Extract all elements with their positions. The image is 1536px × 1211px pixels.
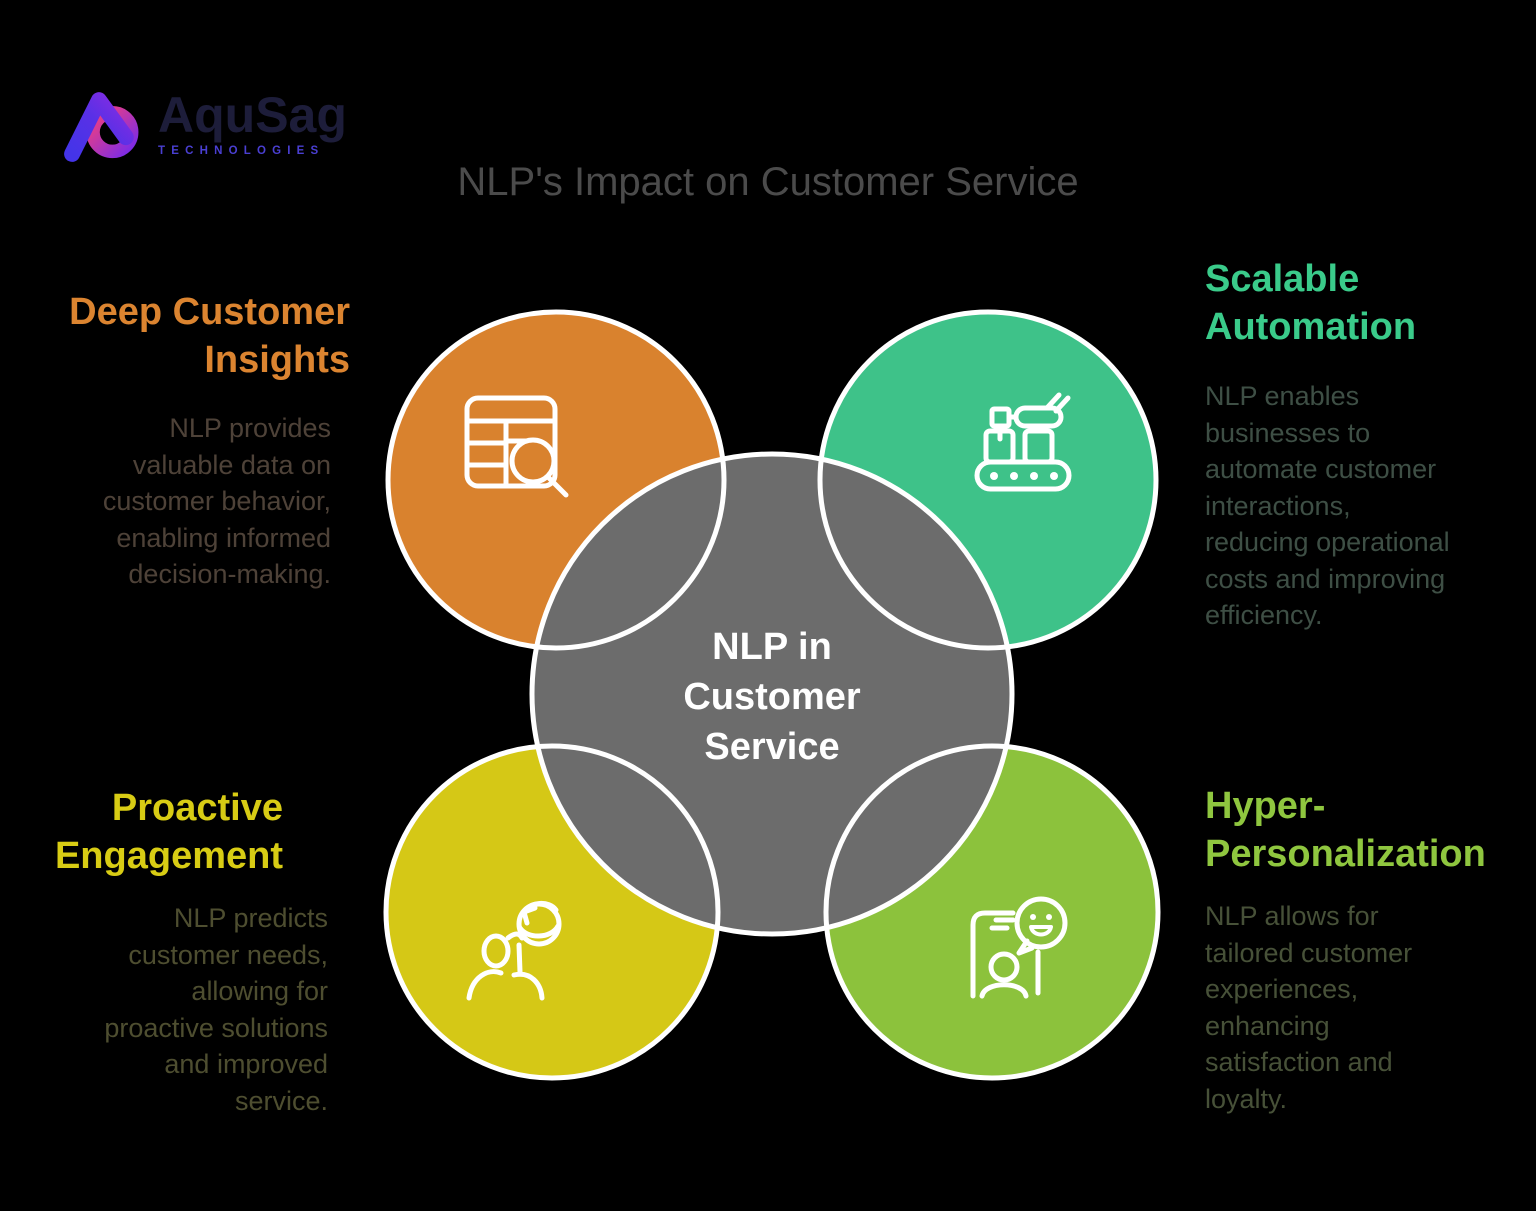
center-circle xyxy=(532,454,1012,934)
brand-tagline: TECHNOLOGIES xyxy=(158,145,325,157)
brand-logo-mark-icon xyxy=(64,92,139,162)
engagement-circle-outline xyxy=(383,743,721,1081)
automation-heading: Scalable Automation xyxy=(1205,258,1417,348)
brand-name: AquSag xyxy=(158,87,347,143)
center-circle-label: NLP in Customer Service xyxy=(683,626,861,768)
insights-heading: Deep Customer Insights xyxy=(69,291,350,381)
engagement-body: NLP predicts customer needs, allowing fo… xyxy=(104,903,328,1116)
automation-body: NLP enables businesses to automate custo… xyxy=(1205,381,1450,630)
page-title: NLP's Impact on Customer Service xyxy=(457,160,1079,204)
personalization-circle-outline xyxy=(823,743,1161,1081)
person-sync-icon xyxy=(466,901,562,1001)
engagement-heading: Proactive Engagement xyxy=(54,787,283,877)
brand-logo: AquSag TECHNOLOGIES xyxy=(58,80,347,164)
personalization-body: NLP allows for tailored customer experie… xyxy=(1205,901,1413,1114)
center-circle-outline xyxy=(529,451,1015,937)
automation-circle-outline xyxy=(817,309,1159,651)
robot-arm-conveyor-icon xyxy=(974,392,1072,492)
insights-body: NLP provides valuable data on customer b… xyxy=(102,413,331,589)
insights-circle-outline xyxy=(385,309,727,651)
table-search-icon xyxy=(464,395,569,498)
personalization-heading: Hyper- Personalization xyxy=(1205,785,1486,875)
phone-chat-smiley-icon xyxy=(970,896,1068,999)
